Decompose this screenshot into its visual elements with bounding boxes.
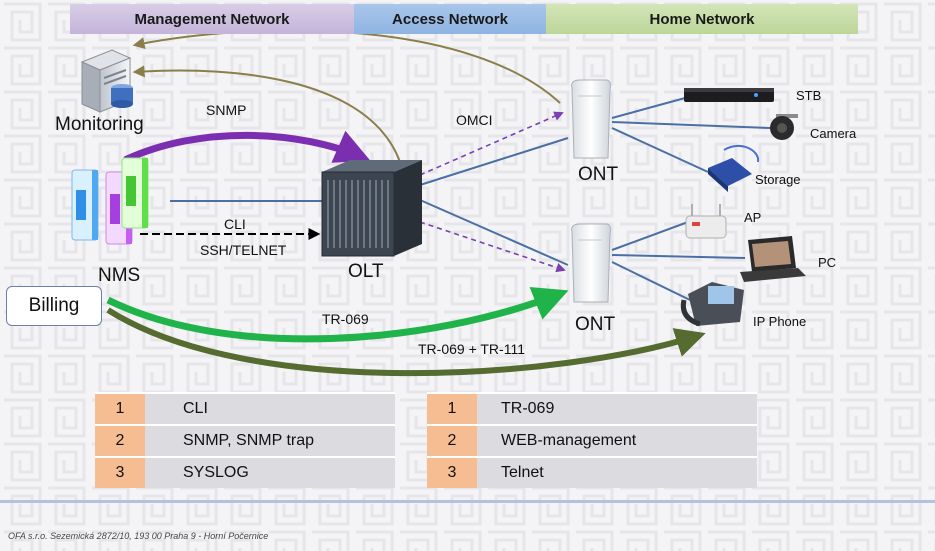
snmp-arrow bbox=[123, 130, 371, 164]
billing-box: Billing bbox=[6, 286, 102, 326]
table-right: 1 TR-069 2 WEB-management 3 Telnet bbox=[427, 392, 757, 488]
omci-label: OMCI bbox=[456, 112, 493, 128]
row-text: CLI bbox=[183, 400, 208, 417]
ont-bottom-label: ONT bbox=[575, 314, 616, 335]
ip-phone-label: IP Phone bbox=[753, 314, 807, 329]
ap-label: AP bbox=[744, 210, 762, 225]
table-left-row: 2 SNMP, SNMP trap bbox=[95, 424, 395, 456]
camera-label: Camera bbox=[810, 126, 857, 141]
omci-arrow-bottom bbox=[419, 221, 566, 273]
table-left: 1 CLI 2 SNMP, SNMP trap 3 SYSLOG bbox=[95, 392, 395, 488]
storage-icon bbox=[708, 144, 760, 192]
ont-top-icon bbox=[571, 79, 611, 159]
stb-label: STB bbox=[796, 88, 822, 103]
link-olt-ont-bottom bbox=[419, 199, 569, 266]
monitoring-label: Monitoring bbox=[55, 114, 144, 135]
pc-laptop-icon bbox=[740, 236, 806, 282]
link-ont-stb bbox=[611, 97, 686, 119]
table-left-row: 1 CLI bbox=[95, 392, 395, 424]
row-text: SNMP, SNMP trap bbox=[183, 432, 315, 449]
footer-divider bbox=[0, 500, 935, 503]
link-ont-phone bbox=[611, 261, 691, 301]
row-text: WEB-management bbox=[501, 432, 637, 449]
tr069-arrow bbox=[106, 286, 569, 343]
header-access-network: Access Network bbox=[354, 4, 546, 34]
ssh-telnet-label: SSH/TELNET bbox=[200, 242, 287, 258]
olt-chassis-icon bbox=[321, 160, 422, 257]
row-number: 2 bbox=[95, 426, 145, 456]
row-text: SYSLOG bbox=[183, 464, 249, 481]
ont-bottom-icon bbox=[571, 223, 611, 303]
nms-label: NMS bbox=[98, 265, 141, 286]
row-text: Telnet bbox=[501, 464, 544, 481]
tr069-label: TR-069 bbox=[322, 311, 369, 327]
link-olt-ont-top bbox=[419, 137, 569, 186]
link-ont-pc bbox=[611, 254, 746, 259]
tr069-tr111-arrow bbox=[106, 307, 706, 377]
row-number: 2 bbox=[427, 426, 477, 456]
row-number: 3 bbox=[95, 458, 145, 488]
monitoring-server-icon bbox=[80, 49, 133, 113]
storage-label: Storage bbox=[755, 172, 801, 187]
ip-phone-icon bbox=[680, 282, 744, 327]
table-right-row: 2 WEB-management bbox=[427, 424, 757, 456]
row-number: 1 bbox=[427, 394, 477, 424]
table-right-row: 3 Telnet bbox=[427, 456, 757, 488]
nms-servers-icon bbox=[71, 157, 149, 245]
olt-label: OLT bbox=[348, 261, 384, 282]
header-home-network: Home Network bbox=[546, 4, 858, 34]
link-ont-storage bbox=[611, 127, 709, 173]
camera-icon bbox=[770, 114, 798, 140]
header-management-network: Management Network bbox=[70, 4, 354, 34]
footer-address: OFA s.r.o. Sezemická 2872/10, 193 00 Pra… bbox=[8, 531, 269, 541]
monitoring-arc-from-olt bbox=[132, 65, 401, 163]
tr069-tr111-label: TR-069 + TR-111 bbox=[418, 341, 525, 357]
table-right-row: 1 TR-069 bbox=[427, 392, 757, 424]
monitoring-arc-from-ont bbox=[132, 29, 561, 104]
snmp-label: SNMP bbox=[206, 102, 247, 118]
ont-top-label: ONT bbox=[578, 164, 619, 185]
link-ont-ap bbox=[611, 221, 689, 251]
row-text: TR-069 bbox=[501, 400, 555, 417]
ap-icon bbox=[685, 204, 727, 239]
table-left-row: 3 SYSLOG bbox=[95, 456, 395, 488]
row-number: 3 bbox=[427, 458, 477, 488]
omci-arrow-top bbox=[419, 111, 564, 176]
pc-label: PC bbox=[818, 255, 837, 270]
row-number: 1 bbox=[95, 394, 145, 424]
cli-label: CLI bbox=[224, 216, 246, 232]
stb-icon bbox=[684, 88, 774, 102]
link-ont-camera bbox=[611, 121, 771, 129]
